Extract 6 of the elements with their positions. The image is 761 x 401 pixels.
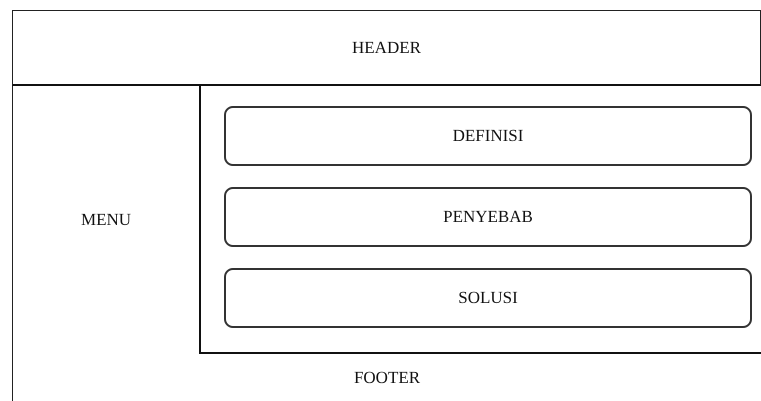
footer-bar: FOOTER <box>12 354 761 401</box>
menu-panel: MENU <box>12 86 201 354</box>
menu-button: DEFINISI <box>224 106 752 166</box>
menu-button: PENYEBAB <box>224 187 752 247</box>
header-bar: HEADER <box>12 10 761 86</box>
menu-button: SOLUSI <box>224 268 752 328</box>
